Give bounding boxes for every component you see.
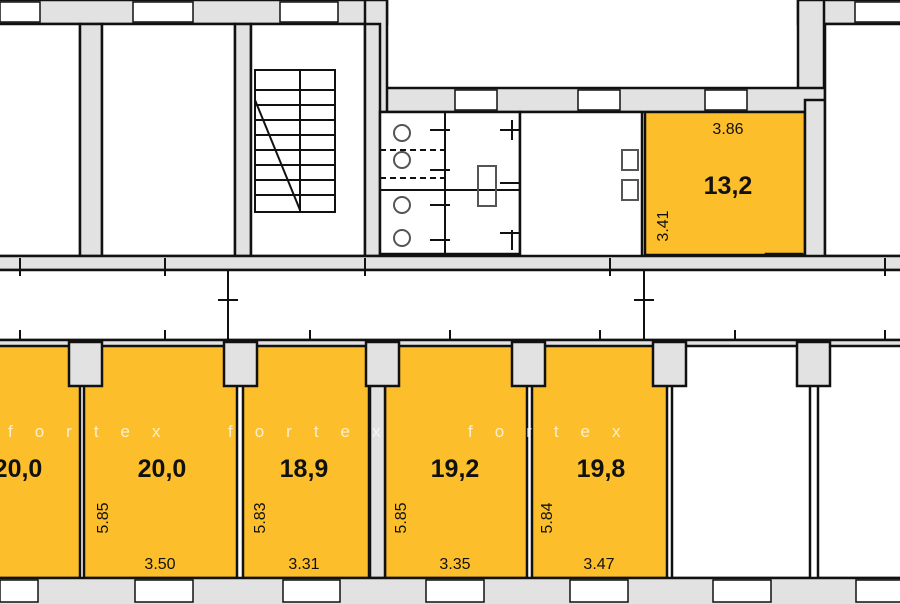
room-b-length: 5.85 [95, 502, 112, 533]
room-a-area: 20,0 [0, 455, 42, 483]
room-f-width: 3.86 [712, 121, 743, 138]
room-top-2 [100, 22, 237, 258]
washroom [518, 110, 644, 269]
room-top-right [823, 22, 900, 258]
room-f-area: 13,2 [704, 172, 753, 200]
wall-stair-right [363, 22, 382, 258]
watermark: fortex [8, 422, 183, 441]
room-f-length: 3.41 [655, 210, 672, 241]
corridor-wall-top [0, 254, 900, 272]
pier-2 [233, 22, 253, 258]
pier-1 [78, 22, 104, 258]
toilet-icon [380, 124, 497, 247]
watermark: fortex [468, 422, 643, 441]
room-b-area: 20,0 [138, 455, 187, 483]
room-c-width: 3.31 [288, 556, 319, 573]
room-f[interactable] [643, 110, 807, 257]
room-g [670, 344, 812, 580]
wall-right-pier [803, 98, 827, 270]
room-b-width: 3.50 [144, 556, 175, 573]
watermark: fortex [228, 422, 403, 441]
room-e[interactable] [530, 344, 669, 580]
room-e-length: 5.84 [539, 502, 556, 533]
room-e-width: 3.47 [583, 556, 614, 573]
stairs-icon [254, 69, 336, 213]
stairwell [249, 22, 367, 258]
room-top-1 [0, 22, 82, 258]
room-c-length: 5.83 [252, 502, 269, 533]
sink-icon [621, 149, 639, 201]
room-d-length: 5.85 [393, 502, 410, 533]
room-d-width: 3.35 [439, 556, 470, 573]
room-e-area: 19,8 [577, 455, 626, 483]
room-c-area: 18,9 [280, 455, 329, 483]
corridor [0, 268, 900, 342]
room-b[interactable] [82, 344, 239, 580]
room-d-area: 19,2 [431, 455, 480, 483]
wc-block [378, 110, 522, 256]
room-h [816, 344, 900, 580]
